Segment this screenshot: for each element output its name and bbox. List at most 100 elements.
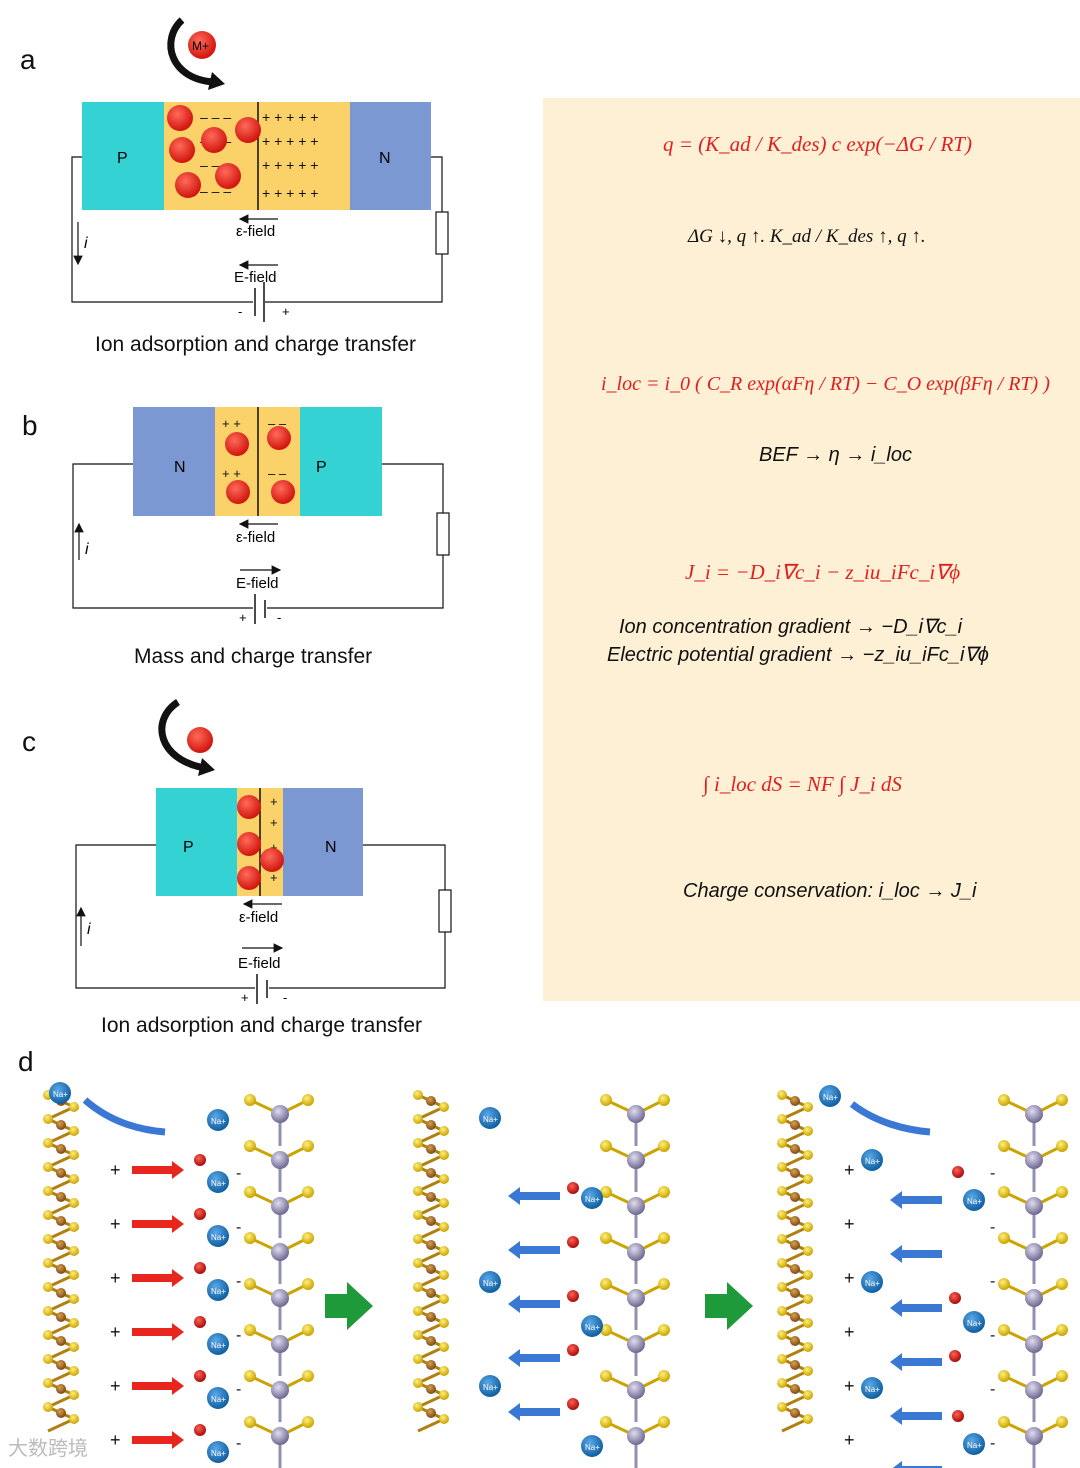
sulfur-atom — [803, 1198, 813, 1208]
sulfur-atom — [439, 1270, 449, 1280]
sulfur-atom — [777, 1234, 787, 1244]
sulfur-atom — [244, 1140, 256, 1152]
na-ion — [861, 1377, 883, 1399]
sulfur-atom — [43, 1306, 53, 1316]
sulfur-atom — [600, 1324, 612, 1336]
sulfur-atom — [600, 1186, 612, 1198]
svg-text:+: + — [241, 990, 249, 1005]
equation-4: ∫ i_loc dS = NF ∫ J_i dS — [703, 772, 902, 796]
sulfur-atom — [600, 1370, 612, 1382]
plus-charge: + — [844, 1268, 855, 1288]
svg-text:+ + + + +: + + + + + — [262, 157, 318, 173]
sulfur-atom — [69, 1198, 79, 1208]
metal-atom — [790, 1288, 800, 1298]
metal-atom — [426, 1264, 436, 1274]
sulfur-atom — [69, 1414, 79, 1424]
sulfur-atom — [803, 1342, 813, 1352]
minus-charge: - — [990, 1165, 995, 1182]
sulfur-atom — [777, 1210, 787, 1220]
sulfur-atom — [803, 1294, 813, 1304]
equation-2-note: BEF → η → i_loc — [759, 444, 912, 466]
equation-panel: q = (K_ad / K_des) c exp(−ΔG / RT) ΔG ↓,… — [543, 98, 1080, 1001]
sulfur-atom — [244, 1278, 256, 1290]
metal-atom — [1025, 1197, 1043, 1215]
sulfur-atom — [439, 1222, 449, 1232]
sulfur-atom — [413, 1090, 423, 1100]
na-ion — [963, 1433, 985, 1455]
sulfur-atom — [600, 1278, 612, 1290]
metal-atom — [56, 1288, 66, 1298]
sulfur-atom — [302, 1278, 314, 1290]
minus-charge: - — [990, 1381, 995, 1398]
field-arrow — [902, 1466, 942, 1468]
plus-charge: + — [844, 1160, 855, 1180]
na-ion — [207, 1279, 229, 1301]
svg-text:– –: – – — [268, 466, 287, 481]
metal-atom — [426, 1144, 436, 1154]
sulfur-atom — [777, 1090, 787, 1100]
sulfur-atom — [1056, 1232, 1068, 1244]
equation-3-note-1: Ion concentration gradient → −D_i∇c_i — [619, 616, 963, 638]
sulfur-atom — [803, 1318, 813, 1328]
ion-label: M+ — [192, 39, 209, 53]
metal-atom — [56, 1192, 66, 1202]
field-arrow — [520, 1300, 560, 1308]
na-ion — [479, 1107, 501, 1129]
sulfur-atom — [439, 1342, 449, 1352]
sulfur-atom — [439, 1174, 449, 1184]
panel-b-diagram: N P + ++ + – –– – + - i ε-field E-field — [72, 407, 450, 625]
metal-atom — [426, 1288, 436, 1298]
minus-charge: - — [990, 1327, 995, 1344]
anion — [567, 1344, 579, 1356]
sulfur-atom — [439, 1198, 449, 1208]
na-ion-label: Na+ — [211, 1117, 226, 1126]
na-ion — [207, 1333, 229, 1355]
sulfur-atom — [998, 1370, 1010, 1382]
epsilon-field-label: ε-field — [236, 223, 275, 240]
sulfur-atom — [777, 1354, 787, 1364]
na-ion-label: Na+ — [585, 1323, 600, 1332]
sulfur-atom — [413, 1402, 423, 1412]
sulfur-atom — [302, 1324, 314, 1336]
sulfur-atom — [244, 1416, 256, 1428]
metal-atom — [1025, 1105, 1043, 1123]
plus-charge: + — [844, 1430, 855, 1450]
resistor — [435, 211, 449, 255]
svg-text:+ +: + + — [222, 416, 241, 431]
na-ion-label: Na+ — [585, 1195, 600, 1204]
sulfur-atom — [244, 1186, 256, 1198]
anion — [194, 1262, 206, 1274]
metal-atom — [627, 1335, 645, 1353]
sulfur-atom — [439, 1414, 449, 1424]
sulfur-atom — [1056, 1370, 1068, 1382]
sulfur-atom — [244, 1232, 256, 1244]
equation-2: i_loc = i_0 ( C_R exp(αFη / RT) − C_O ex… — [601, 373, 1050, 395]
equation-3: J_i = −D_i∇c_i − z_iu_iFc_i∇ϕ — [685, 560, 961, 584]
na-ion-label: Na+ — [211, 1233, 226, 1242]
field-arrow — [132, 1382, 172, 1390]
field-arrow — [132, 1166, 172, 1174]
panel-label-a: a — [20, 44, 36, 75]
sulfur-atom — [1056, 1140, 1068, 1152]
caption-b: Mass and charge transfer — [134, 645, 373, 668]
sulfur-atom — [658, 1186, 670, 1198]
na-ion-label: Na+ — [967, 1197, 982, 1206]
sulfur-atom — [69, 1270, 79, 1280]
sulfur-atom — [302, 1232, 314, 1244]
n-region — [350, 102, 431, 210]
metal-atom — [56, 1408, 66, 1418]
metal-atom — [426, 1336, 436, 1346]
sulfur-atom — [413, 1354, 423, 1364]
anion — [567, 1398, 579, 1410]
na-ion-label: Na+ — [211, 1287, 226, 1296]
metal-atom — [790, 1312, 800, 1322]
anion — [949, 1350, 961, 1362]
sulfur-atom — [658, 1094, 670, 1106]
sulfur-atom — [777, 1138, 787, 1148]
sulfur-atom — [777, 1186, 787, 1196]
metal-atom — [426, 1168, 436, 1178]
caption-c: Ion adsorption and charge transfer — [101, 1014, 423, 1037]
metal-atom — [790, 1096, 800, 1106]
panel-a-diagram: M+ P N + + + + ++ + + + + + + + + ++ + +… — [71, 17, 449, 322]
anion — [952, 1410, 964, 1422]
